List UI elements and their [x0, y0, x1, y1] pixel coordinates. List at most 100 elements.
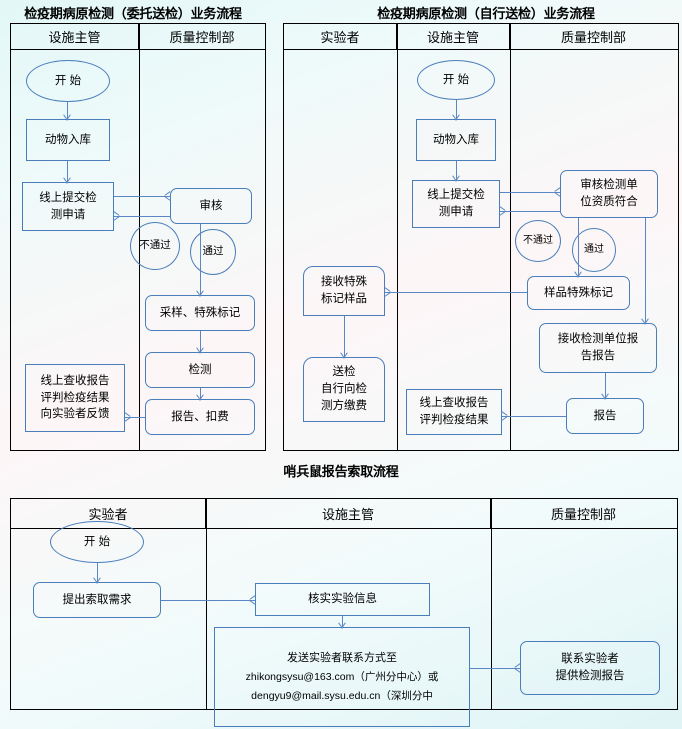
chart3-verify-label: 核实实验信息 — [308, 593, 377, 606]
chart1-receive-line3: 向实验者反馈 — [40, 408, 110, 421]
chart3-send-line2: zhikongsysu@163.com（广州分中心）或 — [245, 671, 439, 684]
chart1-pass-label: 通过 — [202, 245, 224, 258]
chart3-contact-line2: 提供检测报告 — [555, 670, 625, 682]
chart3-node-verify: 核实实验信息 — [255, 583, 430, 616]
chart1-review-label: 审核 — [199, 199, 223, 212]
chart2-node-report: 报告 — [566, 398, 644, 434]
chart1-node-intake: 动物入库 — [26, 119, 110, 161]
chart1-lane-2: 质量控制部 — [169, 30, 235, 45]
chart2-send-line2: 自行向检 — [321, 383, 367, 396]
chart3-request-label: 提出索取需求 — [62, 593, 132, 606]
chart2-conn-recvrep-report — [605, 373, 607, 398]
chart1-submit-line2: 测申请 — [50, 208, 86, 221]
chart2-lane-header: 实验者 设施主管 质量控制部 — [284, 24, 678, 50]
chart1-lane-1: 设施主管 — [11, 24, 139, 49]
chart2-fail-label: 不通过 — [523, 234, 553, 246]
chart1-intake-label: 动物入库 — [45, 133, 91, 146]
chart2-node-mark: 样品特殊标记 — [527, 276, 630, 310]
chart1-lane-header: 设施主管 质量控制部 — [11, 24, 265, 50]
chart1-node-receive: 线上查收报告 评判检疫结果 向实验者反馈 — [25, 364, 125, 432]
chart2-online-line1: 线上查收报告 — [419, 397, 489, 410]
chart1-conn-reportfee-receive — [125, 417, 145, 419]
chart2-send-line3: 测方缴费 — [321, 399, 367, 412]
chart3-conn-start-request — [97, 563, 99, 582]
chart2-node-fail: 不通过 — [515, 220, 561, 262]
chart2-recvrep-line2: 告报告 — [580, 350, 616, 362]
chart2-lane-divider-2 — [510, 24, 511, 450]
chart2-conn-submit-review — [500, 192, 560, 194]
chart2-title: 检疫期病原检测（自行送检）业务流程 — [377, 6, 595, 21]
chart2-node-receive-mark: 接收特殊 标记样品 — [303, 266, 385, 316]
chart3-swimlane-table: 实验者 设施主管 质量控制部 — [10, 498, 678, 710]
chart2-node-pass: 通过 — [572, 228, 616, 272]
chart1-node-start: 开 始 — [26, 60, 110, 102]
chart1-node-report-fee: 报告、扣费 — [145, 399, 255, 435]
chart2-lane-2: 设施主管 — [397, 24, 510, 49]
chart1-title: 检疫期病原检测（委托送检）业务流程 — [24, 6, 242, 21]
chart3-lane-header: 实验者 设施主管 质量控制部 — [11, 499, 677, 529]
chart3-conn-send-contact — [470, 668, 520, 670]
chart3-lane-2: 设施主管 — [206, 499, 491, 528]
chart3-node-send-contact: 发送实验者联系方式至 zhikongsysu@163.com（广州分中心）或 d… — [214, 627, 470, 727]
chart1-fail-label: 不通过 — [139, 239, 171, 252]
chart1-node-review: 审核 — [170, 188, 252, 224]
chart1-conn-review-submit — [114, 216, 170, 218]
chart1-test-label: 检测 — [188, 363, 212, 376]
chart1-node-sample: 采样、特殊标记 — [145, 295, 255, 331]
chart2-review-line1: 审核检测单 — [580, 179, 638, 192]
chart3-send-line1: 发送实验者联系方式至 — [287, 652, 397, 664]
chart2-pass-label: 通过 — [584, 243, 604, 255]
chart2-submit-line1: 线上提交检 — [427, 189, 485, 202]
chart3-lane-1: 实验者 — [11, 499, 206, 528]
chart1-start-label: 开 始 — [54, 74, 82, 87]
chart2-node-intake: 动物入库 — [416, 119, 496, 161]
chart2-node-send: 送检 自行向检 测方缴费 — [303, 357, 385, 422]
chart1-conn-sample-test — [200, 331, 202, 352]
chart3-lane-divider-2 — [491, 499, 492, 709]
chart1-receive-line2: 评判检疫结果 — [40, 391, 110, 404]
chart2-send-line1: 送检 — [332, 366, 356, 379]
chart2-lane-1: 实验者 — [284, 24, 397, 49]
chart2-node-online: 线上查收报告 评判检疫结果 — [406, 389, 502, 435]
chart2-node-submit: 线上提交检 测申请 — [412, 180, 500, 228]
chart2-lane-divider-1 — [397, 24, 398, 450]
chart2-node-review: 审核检测单 位资质符合 — [560, 170, 658, 218]
chart3-title: 哨兵鼠报告索取流程 — [283, 464, 399, 479]
chart2-conn-start-intake — [456, 100, 458, 119]
chart1-conn-test-reportfee — [200, 388, 202, 399]
chart2-recvrep-line1: 接收检测单位报 — [557, 333, 639, 346]
chart3-node-contact: 联系实验者 提供检测报告 — [520, 641, 660, 695]
chart2-start-label: 开 始 — [442, 73, 470, 86]
chart1-node-test: 检测 — [145, 352, 255, 388]
chart3-send-line3: dengyu9@mail.sysu.edu.cn（深圳分中 — [251, 689, 433, 702]
chart3-node-start: 开 始 — [50, 521, 144, 563]
chart2-node-start: 开 始 — [417, 60, 495, 100]
chart3-node-request: 提出索取需求 — [33, 582, 161, 618]
chart1-node-pass: 通过 — [190, 229, 236, 275]
chart2-intake-label: 动物入库 — [433, 133, 479, 146]
chart2-review-line2: 位资质符合 — [580, 196, 638, 208]
chart1-submit-line1: 线上提交检 — [39, 191, 97, 204]
chart3-lane-3: 质量控制部 — [550, 507, 616, 522]
chart1-conn-intake-submit — [67, 161, 69, 182]
chart2-conn-review-recvrep — [645, 218, 647, 323]
chart2-recvmark-line2: 标记样品 — [321, 293, 367, 305]
chart2-submit-line2: 测申请 — [438, 206, 474, 218]
chart2-online-line2: 评判检疫结果 — [419, 414, 489, 426]
chart1-conn-start-intake — [67, 102, 69, 119]
chart2-swimlane-table: 实验者 设施主管 质量控制部 — [283, 23, 679, 451]
chart3-start-label: 开 始 — [83, 535, 111, 548]
chart2-node-receive-report: 接收检测单位报 告报告 — [539, 323, 657, 373]
chart2-conn-review-mark — [578, 218, 580, 276]
chart1-node-fail: 不通过 — [130, 222, 180, 270]
chart1-node-submit: 线上提交检 测申请 — [22, 182, 114, 231]
chart2-conn-recvmark-send — [344, 316, 346, 357]
chart2-recvmark-line1: 接收特殊 — [321, 276, 367, 289]
chart1-report-fee-label: 报告、扣费 — [171, 410, 229, 423]
chart2-conn-mark-recvmark — [385, 292, 527, 294]
chart2-conn-intake-submit — [456, 161, 458, 180]
chart3-lane-divider-1 — [206, 499, 207, 709]
chart1-conn-submit-review — [114, 196, 170, 198]
chart1-receive-line1: 线上查收报告 — [40, 374, 110, 387]
